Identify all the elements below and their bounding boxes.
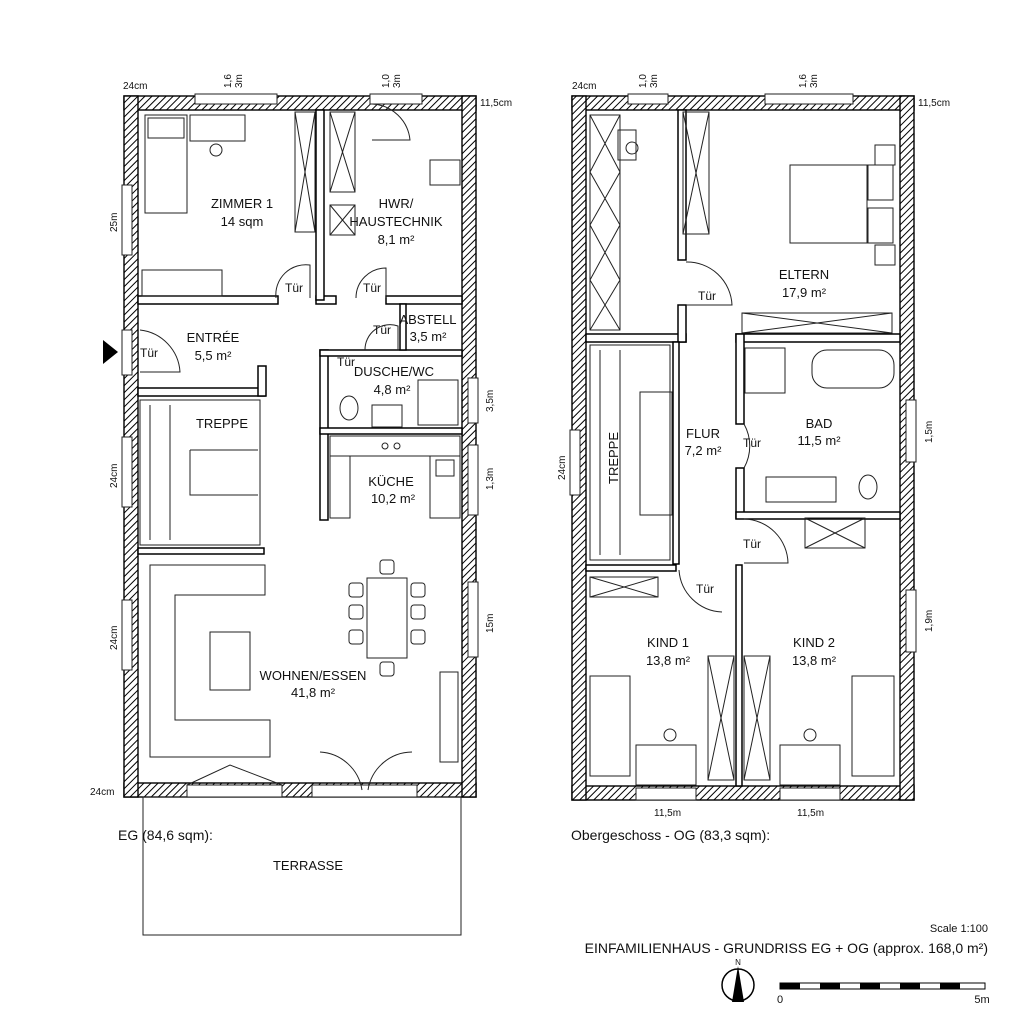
og-room-eltern: ELTERN xyxy=(779,267,829,282)
north-arrow-icon xyxy=(721,966,755,1002)
eg-dim: 3,5m xyxy=(485,390,496,412)
eg-dim: 24cm xyxy=(109,626,120,650)
eg-room-hwr-2: HAUSTECHNIK xyxy=(349,214,443,229)
og-dim: 1,0 xyxy=(638,74,649,88)
eg-dim: 1,3m xyxy=(485,468,496,490)
og-dim: 1,6 xyxy=(798,74,809,88)
og-door-label: Tür xyxy=(743,436,761,450)
eg-room-hwr: HWR/ xyxy=(379,196,414,211)
eg-dim: 1,6 xyxy=(223,74,234,88)
og-dim: 1,9m xyxy=(924,610,935,632)
eg-room-abstell-area: 3,5 m² xyxy=(410,329,448,344)
eg-dim: 25m xyxy=(109,213,120,232)
og-room-treppe: TREPPE xyxy=(606,432,621,484)
eg-dim: 1,0 xyxy=(381,74,392,88)
og-dim: 3m xyxy=(649,74,660,88)
eg-label: EG (84,6 sqm): xyxy=(118,827,213,843)
eg-room-entree-area: 5,5 m² xyxy=(195,348,233,363)
og-dim: 11,5m xyxy=(654,808,681,819)
og-room-kind2: KIND 2 xyxy=(793,635,835,650)
og-door-label: Tür xyxy=(696,582,714,596)
og-door-label: Tür xyxy=(743,537,761,551)
scale-label: Scale 1:100 xyxy=(930,923,988,935)
eg-room-entree: ENTRÉE xyxy=(187,330,240,345)
plan-title: EINFAMILIENHAUS - GRUNDRISS EG + OG (app… xyxy=(585,940,988,956)
eg-room-wohnen-area: 41,8 m² xyxy=(291,685,336,700)
eg-room-kueche-area: 10,2 m² xyxy=(371,491,416,506)
eg-dim: 3m xyxy=(392,74,403,88)
eg-dim: 11,5cm xyxy=(480,98,512,109)
og-label: Obergeschoss - OG (83,3 sqm): xyxy=(571,827,770,843)
eg-dim: 15m xyxy=(485,614,496,633)
eg-terrace: TERRASSE xyxy=(273,858,343,873)
og-room-bad-area: 11,5 m² xyxy=(797,433,841,448)
og-dim: 24cm xyxy=(572,81,596,92)
og-dim: 11,5cm xyxy=(918,98,950,109)
og-dim: 24cm xyxy=(557,456,568,480)
eg-room-zimmer1: ZIMMER 1 xyxy=(211,196,273,211)
eg-dim: 24cm xyxy=(109,464,120,488)
og-room-eltern-area: 17,9 m² xyxy=(782,285,827,300)
og-door-label: Tür xyxy=(698,289,716,303)
eg-room-wohnen: WOHNEN/ESSEN xyxy=(260,668,367,683)
og-room-flur: FLUR xyxy=(686,426,720,441)
eg-dim: 24cm xyxy=(123,81,147,92)
eg-room-treppe: TREPPE xyxy=(196,416,248,431)
og-room-kind1-area: 13,8 m² xyxy=(646,653,691,668)
og-room-kind2-area: 13,8 m² xyxy=(792,653,837,668)
eg-room-kueche: KÜCHE xyxy=(368,474,414,489)
eg-room-dusche: DUSCHE/WC xyxy=(354,364,434,379)
scale-bar-end: 5m xyxy=(974,994,989,1006)
eg-door-label: Tür xyxy=(285,281,303,295)
scale-bar xyxy=(779,982,986,990)
eg-door-label: Tür xyxy=(363,281,381,295)
og-room-kind1: KIND 1 xyxy=(647,635,689,650)
eg-door-label: Tür xyxy=(373,323,391,337)
og-plan xyxy=(569,93,917,801)
eg-wall-top xyxy=(123,95,477,111)
og-room-flur-area: 7,2 m² xyxy=(685,443,723,458)
eg-dim: 3m xyxy=(234,74,245,88)
eg-room-dusche-area: 4,8 m² xyxy=(374,382,412,397)
eg-plan xyxy=(121,93,479,936)
eg-door-label: Tür xyxy=(140,346,158,360)
eg-wall-bottom xyxy=(123,782,477,798)
og-dim: 3m xyxy=(809,74,820,88)
eg-door-label: Tür xyxy=(337,355,355,369)
og-room-bad: BAD xyxy=(806,416,833,431)
eg-room-zimmer1-area: 14 sqm xyxy=(221,214,264,229)
entry-arrow-icon xyxy=(103,340,118,364)
eg-dim: 24cm xyxy=(90,787,114,798)
north-label: N xyxy=(735,958,741,967)
scale-bar-start: 0 xyxy=(777,994,783,1006)
og-dim: 11,5m xyxy=(797,808,824,819)
og-dim: 1,5m xyxy=(924,421,935,443)
eg-room-hwr-area: 8,1 m² xyxy=(378,232,416,247)
eg-room-abstell: ABSTELL xyxy=(399,312,456,327)
